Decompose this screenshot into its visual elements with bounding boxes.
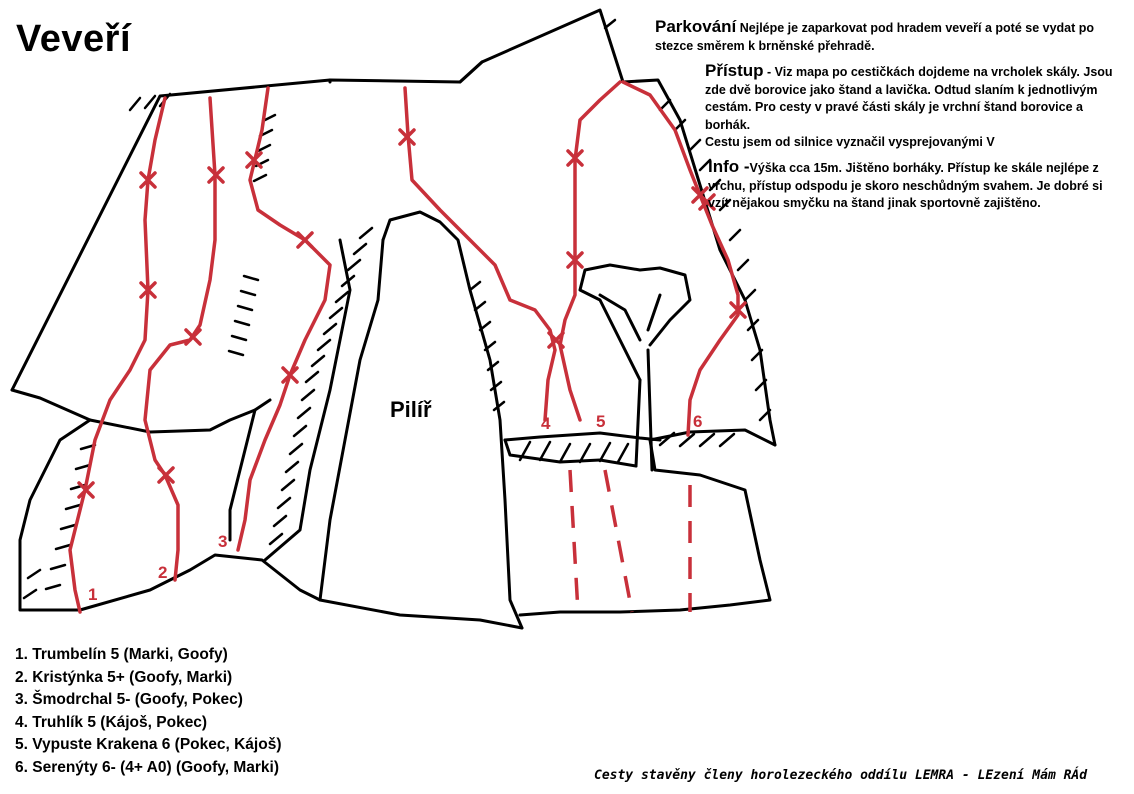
route-number-3: 3 bbox=[218, 532, 228, 551]
rock-outline bbox=[10, 8, 777, 630]
overhang-hatching bbox=[22, 18, 772, 600]
parking-info: Parkování Nejlépe je zaparkovat pod hrad… bbox=[655, 18, 1125, 55]
parking-heading: Parkování bbox=[655, 17, 737, 36]
legend-item-route-3: 3. Šmodrchal 5- (Goofy, Pokec) bbox=[15, 691, 243, 709]
bolt-markers bbox=[77, 128, 747, 499]
legend-item-route-5: 5. Vypuste Krakena 6 (Pokec, Kájoš) bbox=[15, 736, 282, 754]
bolt-marker bbox=[281, 366, 299, 384]
info-text: Výška cca 15m. Jištěno borháky. Přístup … bbox=[708, 161, 1103, 210]
bolt-marker bbox=[398, 128, 416, 146]
access-heading: Přístup bbox=[705, 61, 764, 80]
bolt-marker bbox=[296, 231, 314, 249]
access-info: Přístup - Viz mapa po cestičkách dojdeme… bbox=[705, 62, 1125, 152]
bolt-marker bbox=[157, 466, 175, 484]
route-6-line bbox=[621, 80, 740, 437]
bolt-marker bbox=[184, 328, 202, 346]
route-4-dashed bbox=[568, 469, 580, 613]
route-legend: 1. Trumbelín 5 (Marki, Goofy) 2. Kristýn… bbox=[15, 644, 281, 780]
access-note: Cestu jsem od silnice vyznačil vysprejov… bbox=[705, 135, 995, 149]
bolt-marker bbox=[139, 171, 157, 189]
bolt-marker bbox=[698, 193, 716, 211]
bolt-marker bbox=[729, 301, 747, 319]
route-continuations bbox=[568, 469, 692, 613]
route-2-line bbox=[143, 96, 217, 582]
legend-item-route-2: 2. Kristýnka 5+ (Goofy, Marki) bbox=[15, 668, 233, 686]
legend-item-route-4: 4. Truhlík 5 (Kájoš, Pokec) bbox=[15, 713, 208, 731]
legend-item-route-6: 6. Serenýty 6- (4+ A0) (Goofy, Marki) bbox=[15, 758, 280, 776]
crag-title: Veveří bbox=[16, 18, 131, 60]
access-text: - Viz mapa po cestičkách dojdeme na vrch… bbox=[705, 65, 1113, 132]
legend-item-route-1: 1. Trumbelín 5 (Marki, Goofy) bbox=[15, 646, 228, 663]
route-number-4: 4 bbox=[541, 414, 551, 433]
bolt-marker bbox=[547, 331, 565, 349]
bolt-marker bbox=[566, 149, 584, 167]
route-number-2: 2 bbox=[158, 563, 168, 582]
route-number-6: 6 bbox=[693, 412, 703, 431]
bolt-marker bbox=[77, 481, 95, 499]
bolt-marker bbox=[566, 251, 584, 269]
bolt-marker bbox=[245, 151, 263, 169]
route-number-5: 5 bbox=[596, 412, 606, 431]
bolt-marker bbox=[207, 166, 225, 184]
info-heading: Info - bbox=[708, 157, 750, 176]
route-5-line bbox=[558, 80, 622, 422]
parking-text: Nejlépe je zaparkovat pod hradem veveří … bbox=[655, 21, 1095, 53]
pillar-label: Pilíř bbox=[390, 397, 432, 422]
general-info: Info -Výška cca 15m. Jištěno borháky. Př… bbox=[708, 158, 1118, 213]
footer-credit: Cesty stavěny členy horolezeckého oddílu… bbox=[594, 768, 1088, 783]
route-3-line bbox=[236, 86, 332, 552]
route-4-line bbox=[403, 86, 557, 422]
route-number-1: 1 bbox=[88, 585, 98, 604]
routes bbox=[68, 80, 740, 614]
bolt-marker bbox=[139, 281, 157, 299]
route-5-dashed bbox=[603, 469, 634, 613]
